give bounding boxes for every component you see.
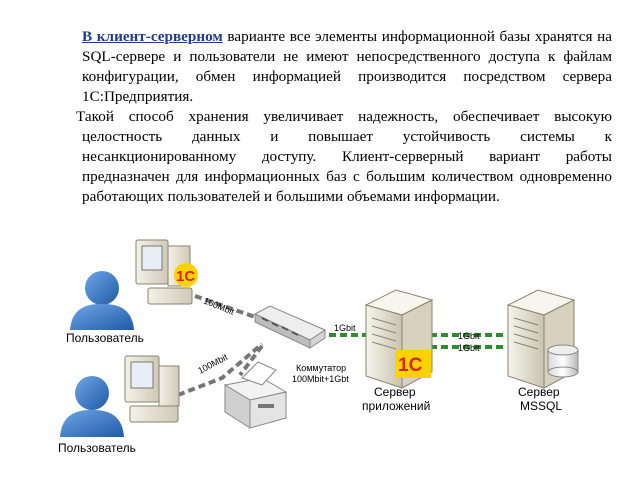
link-label-switch-app: 1Gbit bbox=[334, 323, 356, 333]
link-user1-switch bbox=[194, 294, 259, 320]
link-label-user2: 100Mbit bbox=[196, 352, 229, 376]
link-switch-printer bbox=[238, 344, 264, 377]
link-app-sql bbox=[430, 333, 505, 349]
switch-label-line2: 100Mbit+1Gbt bbox=[292, 374, 349, 384]
link-user2-switch bbox=[177, 342, 264, 397]
link-label-app-sql-2: 1Gbit bbox=[458, 343, 480, 353]
sql-server-label-line2: MSSQL bbox=[520, 399, 562, 413]
description-text: В клиент-серверном варианте все элементы… bbox=[76, 27, 612, 207]
user2-label: Пользователь bbox=[58, 441, 136, 455]
user1-label: Пользователь bbox=[66, 331, 144, 345]
paragraph-1-text: варианте все элементы информационной баз… bbox=[82, 28, 612, 105]
paragraph-1: В клиент-серверном варианте все элементы… bbox=[82, 27, 612, 107]
computer-icon bbox=[124, 355, 180, 423]
paragraph-2: Такой способ хранения увеличивает надежн… bbox=[76, 107, 612, 207]
user-icon bbox=[70, 271, 134, 330]
switch-icon bbox=[253, 305, 327, 349]
highlight-term: В клиент-серверном bbox=[82, 28, 223, 45]
link-label-user1: 100Mbit bbox=[202, 296, 236, 317]
paragraph-2-text: Такой способ хранения увеличивает надежн… bbox=[76, 108, 612, 205]
app-server-label-line2: приложений bbox=[362, 399, 430, 413]
link-label-app-sql-1: 1Gbit bbox=[458, 331, 480, 341]
logo-1c-text: 1С bbox=[398, 355, 423, 376]
logo-1c-text: 1С bbox=[176, 268, 195, 285]
switch-label-line1: Коммутатор bbox=[296, 363, 346, 373]
computer-icon bbox=[135, 239, 193, 305]
database-icon bbox=[547, 344, 579, 378]
app-server-label-line1: Сервер bbox=[374, 385, 416, 399]
logo-1c-icon: 1С bbox=[174, 263, 198, 287]
printer-icon bbox=[223, 361, 288, 429]
user-icon bbox=[60, 376, 124, 437]
logo-1c-icon: 1С bbox=[395, 350, 431, 378]
sql-server-label-line1: Сервер bbox=[518, 385, 560, 399]
